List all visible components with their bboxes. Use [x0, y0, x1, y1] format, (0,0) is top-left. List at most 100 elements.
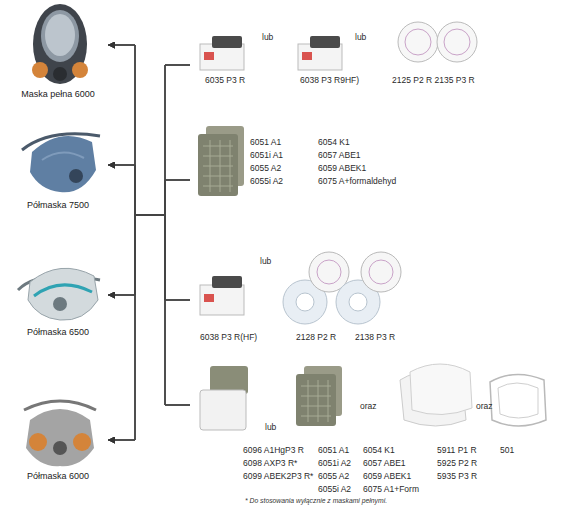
tree-connector — [108, 180, 190, 295]
filter-group: lub oraz oraz 6096 A1HgP3 R 6098 AXP3 R* 6099… — [190, 355, 565, 490]
prefilter-pad — [410, 364, 472, 415]
prefilter-retainer — [490, 374, 546, 426]
mask-body — [26, 409, 94, 466]
mask-body — [33, 4, 87, 84]
tree-connector — [108, 65, 190, 215]
cartridge-grid — [203, 140, 233, 192]
mask-strap — [24, 401, 96, 410]
half-mask-6500 — [18, 268, 100, 320]
mask-valve — [53, 441, 67, 455]
tree-connector — [108, 215, 190, 405]
filter-label: 6059 ABEK1 — [363, 472, 411, 481]
tree-connector — [108, 215, 190, 440]
filter-tag — [302, 52, 312, 60]
filter-label: 6051i A2 — [318, 459, 351, 468]
tree-connector — [108, 180, 190, 440]
filter-label: 6057 ABE1 — [363, 459, 406, 468]
mask-node: Półmaska 6500 — [8, 245, 108, 343]
tree-connector — [108, 45, 190, 300]
mask-body — [28, 268, 98, 320]
filter-label: 6051 A1 — [250, 138, 281, 147]
filter-tag — [204, 294, 214, 302]
filter-print — [444, 29, 470, 55]
filter-pad-holder — [200, 36, 244, 70]
mask-caption: Półmaska 6500 — [8, 328, 108, 337]
tree-connector — [108, 45, 190, 215]
mask-caption: Półmaska 6000 — [8, 472, 108, 481]
connector-word: oraz — [360, 402, 377, 411]
filter-label: 6059 ABEK1 — [318, 164, 366, 173]
filter-group: 6035 P3 Rlub6038 P3 R9HF)lub2125 P2 R 21… — [190, 20, 490, 92]
filter-label: 6055 A2 — [250, 164, 281, 173]
filter-tag — [204, 52, 214, 60]
footnote: * Do stosowania wyłącznie z maskami pełn… — [245, 498, 387, 505]
filter-label: 6098 AXP3 R* — [243, 459, 297, 468]
tree-connector — [108, 65, 190, 440]
disc-opening — [349, 293, 367, 311]
half-mask-6000 — [24, 401, 96, 466]
filter-label: 6096 A1HgP3 R — [243, 446, 304, 455]
mask-node: Półmaska 7500 — [8, 118, 108, 216]
gas-cartridge — [198, 126, 244, 196]
filter-disc — [437, 22, 477, 62]
tree-connector — [108, 45, 190, 405]
filter-label: 6051i A1 — [250, 151, 283, 160]
filter-label: 6099 ABEK2P3 R* — [243, 472, 313, 481]
filter-label: 5925 P2 R — [437, 459, 477, 468]
mask-bayonet — [73, 433, 91, 451]
filter-pad-holder — [298, 36, 342, 70]
filter-label: 6055 A2 — [318, 472, 349, 481]
half-mask-7500 — [22, 134, 100, 192]
filter-label: 5911 P1 R — [437, 446, 477, 455]
connector-word: lub — [265, 423, 276, 432]
full-face-mask — [32, 4, 88, 84]
cartridge-front — [198, 134, 238, 196]
filter-print — [317, 260, 341, 284]
filter-label: 2125 P2 R 2135 P3 R — [392, 76, 475, 85]
mask-valve — [53, 297, 67, 311]
mask-caption: Maska pełna 6000 — [8, 90, 108, 99]
mask-trim — [34, 285, 92, 296]
retainer-opening — [498, 383, 538, 418]
filter-label: 6038 P3 R9HF) — [300, 76, 359, 85]
cartridge-pad — [200, 390, 246, 430]
filter-cover — [212, 36, 242, 48]
connector-word: oraz — [476, 402, 493, 411]
filter-label: 6051 A1 — [318, 446, 349, 455]
mask-valve — [53, 67, 67, 81]
mask-bayonet — [32, 62, 48, 78]
mask-seal — [42, 152, 84, 160]
filter-label: 6075 A+formaldehyd — [318, 177, 396, 186]
mask-visor-rim — [41, 10, 79, 62]
filter-cover — [212, 276, 242, 288]
retainer-outline — [490, 374, 546, 426]
mask-node: Półmaska 6000 — [8, 385, 108, 487]
filter-pad — [200, 285, 244, 315]
filter-group: 6038 P3 R(HF)lub2128 P2 R2138 P3 R — [190, 240, 405, 348]
mask-bayonet — [72, 62, 88, 78]
mask-caption: Półmaska 7500 — [8, 201, 108, 210]
tree-connector — [108, 165, 190, 215]
filter-label: 6055i A2 — [318, 485, 351, 494]
filter-label: 6055i A2 — [250, 177, 283, 186]
filter-pad-holder — [200, 276, 244, 315]
prefilter-pads — [400, 364, 472, 426]
connector-word: lub — [355, 33, 366, 42]
filter-label: 6035 P3 R — [205, 76, 245, 85]
cartridge-front — [296, 374, 336, 426]
filter-label: 6075 A1+Form — [363, 485, 419, 494]
filter-label: 501 — [500, 446, 514, 455]
filter-label: 6054 K1 — [318, 138, 350, 147]
tree-connector — [108, 165, 190, 405]
filter-disc — [361, 252, 401, 292]
filter-label: 6038 P3 R(HF) — [200, 333, 257, 342]
filter-label: 2128 P2 R — [296, 333, 336, 342]
filter-disc-pair — [398, 22, 477, 62]
filter-print — [369, 260, 393, 284]
mask-visor — [45, 14, 75, 56]
tree-connector — [108, 215, 190, 300]
filter-print — [405, 29, 431, 55]
filter-group: 6051 A1 6051i A1 6055 A2 6055i A2 6054 K1 605… — [190, 120, 405, 205]
filter-label: 5935 P3 R — [437, 472, 477, 481]
